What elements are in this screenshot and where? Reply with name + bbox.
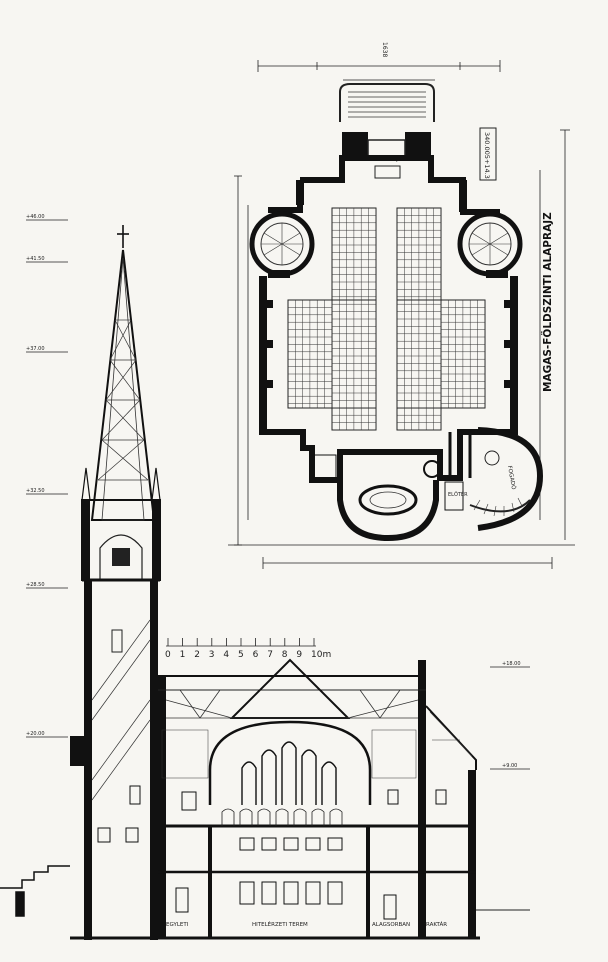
- side-room-label-2: ELŐTÉR: [448, 490, 468, 498]
- hall-windows: [241, 741, 337, 805]
- floor-label: HITELÉRZETI TEREM: [252, 920, 308, 928]
- scale-tick-label: 4: [223, 650, 229, 660]
- level-mark: +18.00: [502, 661, 521, 667]
- main-stair: [339, 83, 435, 122]
- plan-stamp: 340.005+14.3: [479, 127, 497, 181]
- tower-stair-left: [249, 211, 315, 277]
- scale-tick-label: 10m: [311, 650, 331, 660]
- plan-title: MAGAS-FÖLDSZINTI ALAPRAJZ: [540, 212, 554, 392]
- floor-label: EGYLETI: [166, 922, 189, 928]
- floor-label: RAKTÁR: [426, 921, 447, 928]
- level-marks-right: +18.00 +9.00: [490, 661, 530, 770]
- belfry: [81, 499, 161, 582]
- side-room-label-1: FOGADÓ: [506, 465, 517, 491]
- level-mark: +28.50: [26, 582, 45, 588]
- level-mark: +32.50: [26, 488, 45, 494]
- scale-tick-label: 5: [238, 650, 244, 660]
- entrance-apse: [337, 480, 439, 542]
- scale-tick-label: 9: [296, 650, 302, 660]
- level-mark: +41.50: [26, 256, 45, 262]
- page-number: 1638: [381, 42, 388, 57]
- plan-stamp-text: 340.005+14.3: [483, 132, 491, 179]
- main-hall: [70, 658, 480, 940]
- entry-stair: [0, 865, 70, 917]
- plan-walls: [259, 155, 518, 483]
- nave-pilasters: [259, 270, 518, 434]
- level-mark: +46.00: [26, 214, 45, 220]
- level-mark: +37.00: [26, 346, 45, 352]
- level-mark: +20.00: [26, 731, 45, 737]
- level-marks-left: +46.00 +41.50 +37.00 +32.50 +28.50 +20.0…: [26, 214, 68, 738]
- cross-section: EGYLETI HITELÉRZETI TEREM ALAGSORBAN RAK…: [0, 225, 530, 940]
- section-floor-labels: EGYLETI HITELÉRZETI TEREM ALAGSORBAN RAK…: [166, 920, 447, 928]
- level-mark: +9.00: [502, 763, 517, 769]
- tower-stair-right: [457, 211, 523, 277]
- scale-tick-label: 7: [267, 650, 273, 660]
- scale-tick-label: 3: [209, 650, 215, 660]
- baptistery: FOGADÓ: [469, 427, 544, 531]
- plan-dimension-lines: [228, 60, 575, 569]
- tower-shaft: [70, 580, 158, 940]
- spire: [81, 225, 161, 521]
- floor-plan: sekrestye 340.005+14.3: [228, 60, 575, 569]
- lower-side-rooms: [313, 432, 472, 511]
- pew-lines: [288, 208, 486, 431]
- scale-tick-label: 6: [253, 650, 259, 660]
- scale-tick-label: 8: [282, 650, 288, 660]
- scale-tick-label: 1: [180, 650, 186, 660]
- scale-tick-label: 2: [194, 650, 200, 660]
- scale-tick-label: 0: [165, 650, 171, 660]
- floor-label: ALAGSORBAN: [372, 922, 410, 928]
